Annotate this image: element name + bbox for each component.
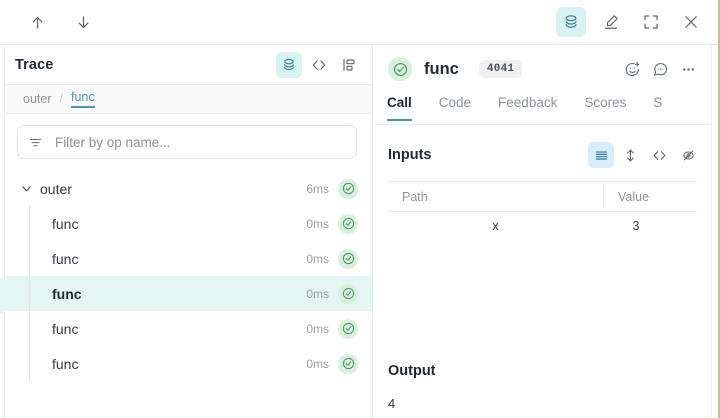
tree-row-label: func xyxy=(52,320,79,337)
emoji-plus-icon[interactable] xyxy=(619,56,645,82)
highlighter-pen-icon[interactable] xyxy=(596,7,626,37)
check-circle-icon xyxy=(338,178,358,199)
tree-row-label: func xyxy=(52,215,79,232)
top-toolbar-nav xyxy=(22,0,98,44)
call-detail-panel: func 4041 xyxy=(374,45,712,418)
page-title: func xyxy=(424,59,459,78)
close-x-icon[interactable] xyxy=(676,7,706,37)
check-circle-icon xyxy=(338,318,358,339)
chevron-down-icon[interactable] xyxy=(18,181,34,197)
filter-field[interactable] xyxy=(17,125,357,159)
tree-row-duration: 0ms xyxy=(306,286,329,301)
check-circle-icon xyxy=(338,283,358,304)
trace-panel: Trace xyxy=(0,45,373,418)
filter-box[interactable] xyxy=(17,125,357,159)
arrow-down-icon[interactable] xyxy=(68,7,98,37)
tree-row-outer[interactable]: outer 6ms xyxy=(5,171,372,206)
check-circle-icon xyxy=(338,248,358,269)
top-toolbar xyxy=(0,0,718,45)
trace-view-switcher xyxy=(276,51,362,78)
more-horizontal-icon[interactable] xyxy=(675,56,701,82)
call-header-actions xyxy=(619,56,711,82)
code-brackets-icon[interactable] xyxy=(306,52,332,78)
tree-row-func[interactable]: func 0ms xyxy=(5,241,372,276)
inputs-section-header: Inputs xyxy=(374,137,711,173)
inputs-section: Inputs xyxy=(374,137,711,240)
code-brackets-icon[interactable] xyxy=(646,142,672,168)
trace-tree: outer 6ms func 0ms xyxy=(5,171,372,418)
hierarchy-tree-icon[interactable] xyxy=(336,52,362,78)
tree-row-duration: 0ms xyxy=(306,356,329,371)
tree-row-func-selected[interactable]: func 0ms xyxy=(5,276,372,311)
inputs-title: Inputs xyxy=(388,147,432,163)
tab-summary-truncated[interactable]: S xyxy=(653,95,663,110)
breadcrumb-separator: / xyxy=(59,92,63,106)
tree-row-duration: 6ms xyxy=(306,181,329,196)
top-toolbar-actions xyxy=(556,0,706,44)
tree-row-label: outer xyxy=(40,180,72,197)
trace-gutter xyxy=(0,45,5,418)
tree-row-func[interactable]: func 0ms xyxy=(5,346,372,381)
check-circle-icon xyxy=(338,353,358,374)
search-input[interactable] xyxy=(53,133,356,151)
breadcrumb: outer / func xyxy=(5,85,372,114)
status-badge: 4041 xyxy=(478,60,523,78)
filter-lines-icon xyxy=(28,135,43,150)
output-value: 4 xyxy=(388,396,396,411)
stacked-layers-icon[interactable] xyxy=(276,51,302,78)
trace-gutter-highlight xyxy=(0,279,5,314)
tree-indent-guide xyxy=(29,276,30,311)
tree-row-duration: 0ms xyxy=(306,216,329,231)
output-section: Output 4 xyxy=(388,363,711,411)
tree-indent-guide xyxy=(29,311,30,346)
arrows-vertical-icon[interactable] xyxy=(617,142,643,168)
tab-scores[interactable]: Scores xyxy=(584,95,627,110)
check-circle-icon xyxy=(388,57,412,81)
expand-corners-icon[interactable] xyxy=(636,7,666,37)
output-title: Output xyxy=(388,363,436,379)
breadcrumb-item-outer[interactable]: outer xyxy=(23,91,52,106)
cell-value: 3 xyxy=(632,219,640,233)
tree-indent-guide xyxy=(29,346,30,381)
list-lines-icon[interactable] xyxy=(588,142,614,168)
inputs-view-actions xyxy=(588,142,701,168)
inputs-table: Path Value x 3 xyxy=(388,181,697,240)
comment-bubble-icon[interactable] xyxy=(647,56,673,82)
table-header-row: Path Value xyxy=(388,182,697,212)
tab-call[interactable]: Call xyxy=(387,93,412,121)
tree-row-duration: 0ms xyxy=(306,251,329,266)
table-row[interactable]: x 3 xyxy=(388,212,697,240)
tree-row-label: func xyxy=(52,250,79,267)
tree-indent-guide xyxy=(29,206,30,241)
trace-panel-title: Trace xyxy=(15,56,54,73)
call-header: func 4041 xyxy=(374,45,711,93)
tree-row-label: func xyxy=(52,285,82,302)
arrow-up-icon[interactable] xyxy=(22,7,52,37)
breadcrumb-item-func[interactable]: func xyxy=(70,90,95,108)
check-circle-icon xyxy=(338,213,358,234)
tree-row-func[interactable]: func 0ms xyxy=(5,206,372,241)
column-header-value[interactable]: Value xyxy=(603,185,697,208)
call-tabs: Call Code Feedback Scores S xyxy=(374,93,711,125)
trace-panel-header: Trace xyxy=(5,45,372,85)
tree-indent-guide xyxy=(29,241,30,276)
tab-code[interactable]: Code xyxy=(438,95,472,110)
tree-row-func[interactable]: func 0ms xyxy=(5,311,372,346)
cell-path: x xyxy=(492,219,499,233)
stacked-layers-icon[interactable] xyxy=(556,7,586,37)
column-header-path[interactable]: Path xyxy=(402,189,428,204)
eye-off-icon[interactable] xyxy=(675,142,701,168)
tab-feedback[interactable]: Feedback xyxy=(498,95,558,110)
tree-row-label: func xyxy=(52,355,79,372)
tree-row-duration: 0ms xyxy=(306,321,329,336)
